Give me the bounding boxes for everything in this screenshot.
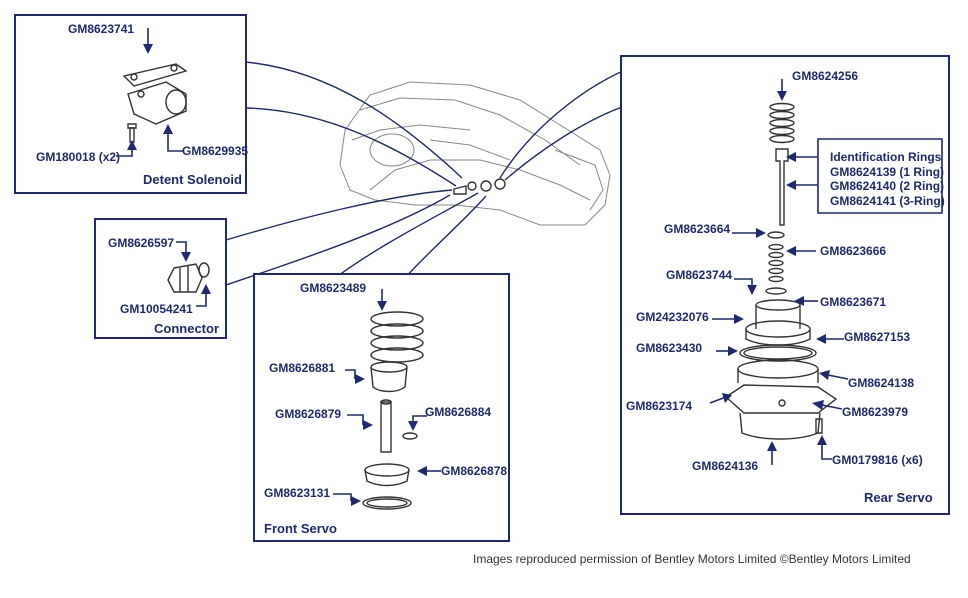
rear-servo-panel: GM8624256 Identification Rings GM8624139… [620, 55, 950, 515]
panel-title: Connector [154, 321, 219, 336]
part-label: GM8624256 [792, 69, 859, 83]
leader-connector-bottom [225, 194, 451, 286]
leader-rear-top [499, 69, 626, 179]
part-label: GM8623979 [842, 405, 909, 419]
leader-detent-top [244, 61, 463, 179]
part-label: GM8623430 [636, 341, 703, 355]
part-label: GM180018 (x2) [36, 150, 121, 164]
part-label: GM8626879 [275, 407, 342, 421]
part-label: GM10054241 [120, 302, 193, 316]
part-label: GM24232076 [636, 310, 709, 324]
leader-connector-top [225, 189, 453, 241]
part-label: GM8626881 [269, 361, 336, 375]
transmission-housing-drawing [339, 81, 611, 226]
detent-solenoid-drawing [116, 28, 188, 157]
part-label: GM8623664 [664, 222, 731, 236]
credit-text: Images reproduced permission of Bentley … [473, 552, 911, 566]
front-servo-drawing [333, 289, 441, 510]
part-label: GM8624138 [848, 376, 915, 390]
leader-front-right [404, 195, 487, 279]
rear-servo-drawing [709, 79, 943, 465]
id-rings-heading: Identification Rings [830, 150, 942, 164]
part-label: GM8626878 [441, 464, 508, 478]
detent-solenoid-panel: GM8623741 GM180018 (x2) GM8629935 Detent… [14, 14, 249, 194]
connector-drawing [167, 241, 211, 307]
panel-title: Detent Solenoid [143, 172, 242, 187]
part-label: GM8623131 [264, 486, 331, 500]
part-label: GM8623174 [626, 399, 693, 413]
part-label: GM8629935 [182, 144, 249, 158]
front-servo-panel: GM8623489 GM8626881 GM8626879 GM8626884 … [253, 273, 510, 542]
part-label: GM8624136 [692, 459, 759, 473]
part-label: GM0179816 (x6) [832, 453, 923, 467]
id-ring-1: GM8624139 (1 Ring) [830, 165, 945, 179]
id-ring-2: GM8624140 (2 Ring) [830, 179, 945, 193]
part-label: GM8623671 [820, 295, 887, 309]
leader-front-left [334, 192, 479, 279]
part-label: GM8626597 [108, 236, 175, 250]
panel-title: Front Servo [264, 521, 337, 536]
part-label: GM8623741 [68, 22, 135, 36]
part-label: GM8623744 [666, 268, 733, 282]
leader-detent-bottom [244, 107, 457, 187]
part-label: GM8623666 [820, 244, 887, 258]
connector-panel: GM8626597 GM10054241 Connector [94, 218, 227, 339]
part-label: GM8626884 [425, 405, 492, 419]
leader-rear-bottom [504, 105, 626, 181]
panel-title: Rear Servo [864, 490, 933, 505]
part-label: GM8627153 [844, 330, 911, 344]
part-label: GM8623489 [300, 281, 367, 295]
id-ring-3: GM8624141 (3-Ring) [830, 194, 945, 208]
